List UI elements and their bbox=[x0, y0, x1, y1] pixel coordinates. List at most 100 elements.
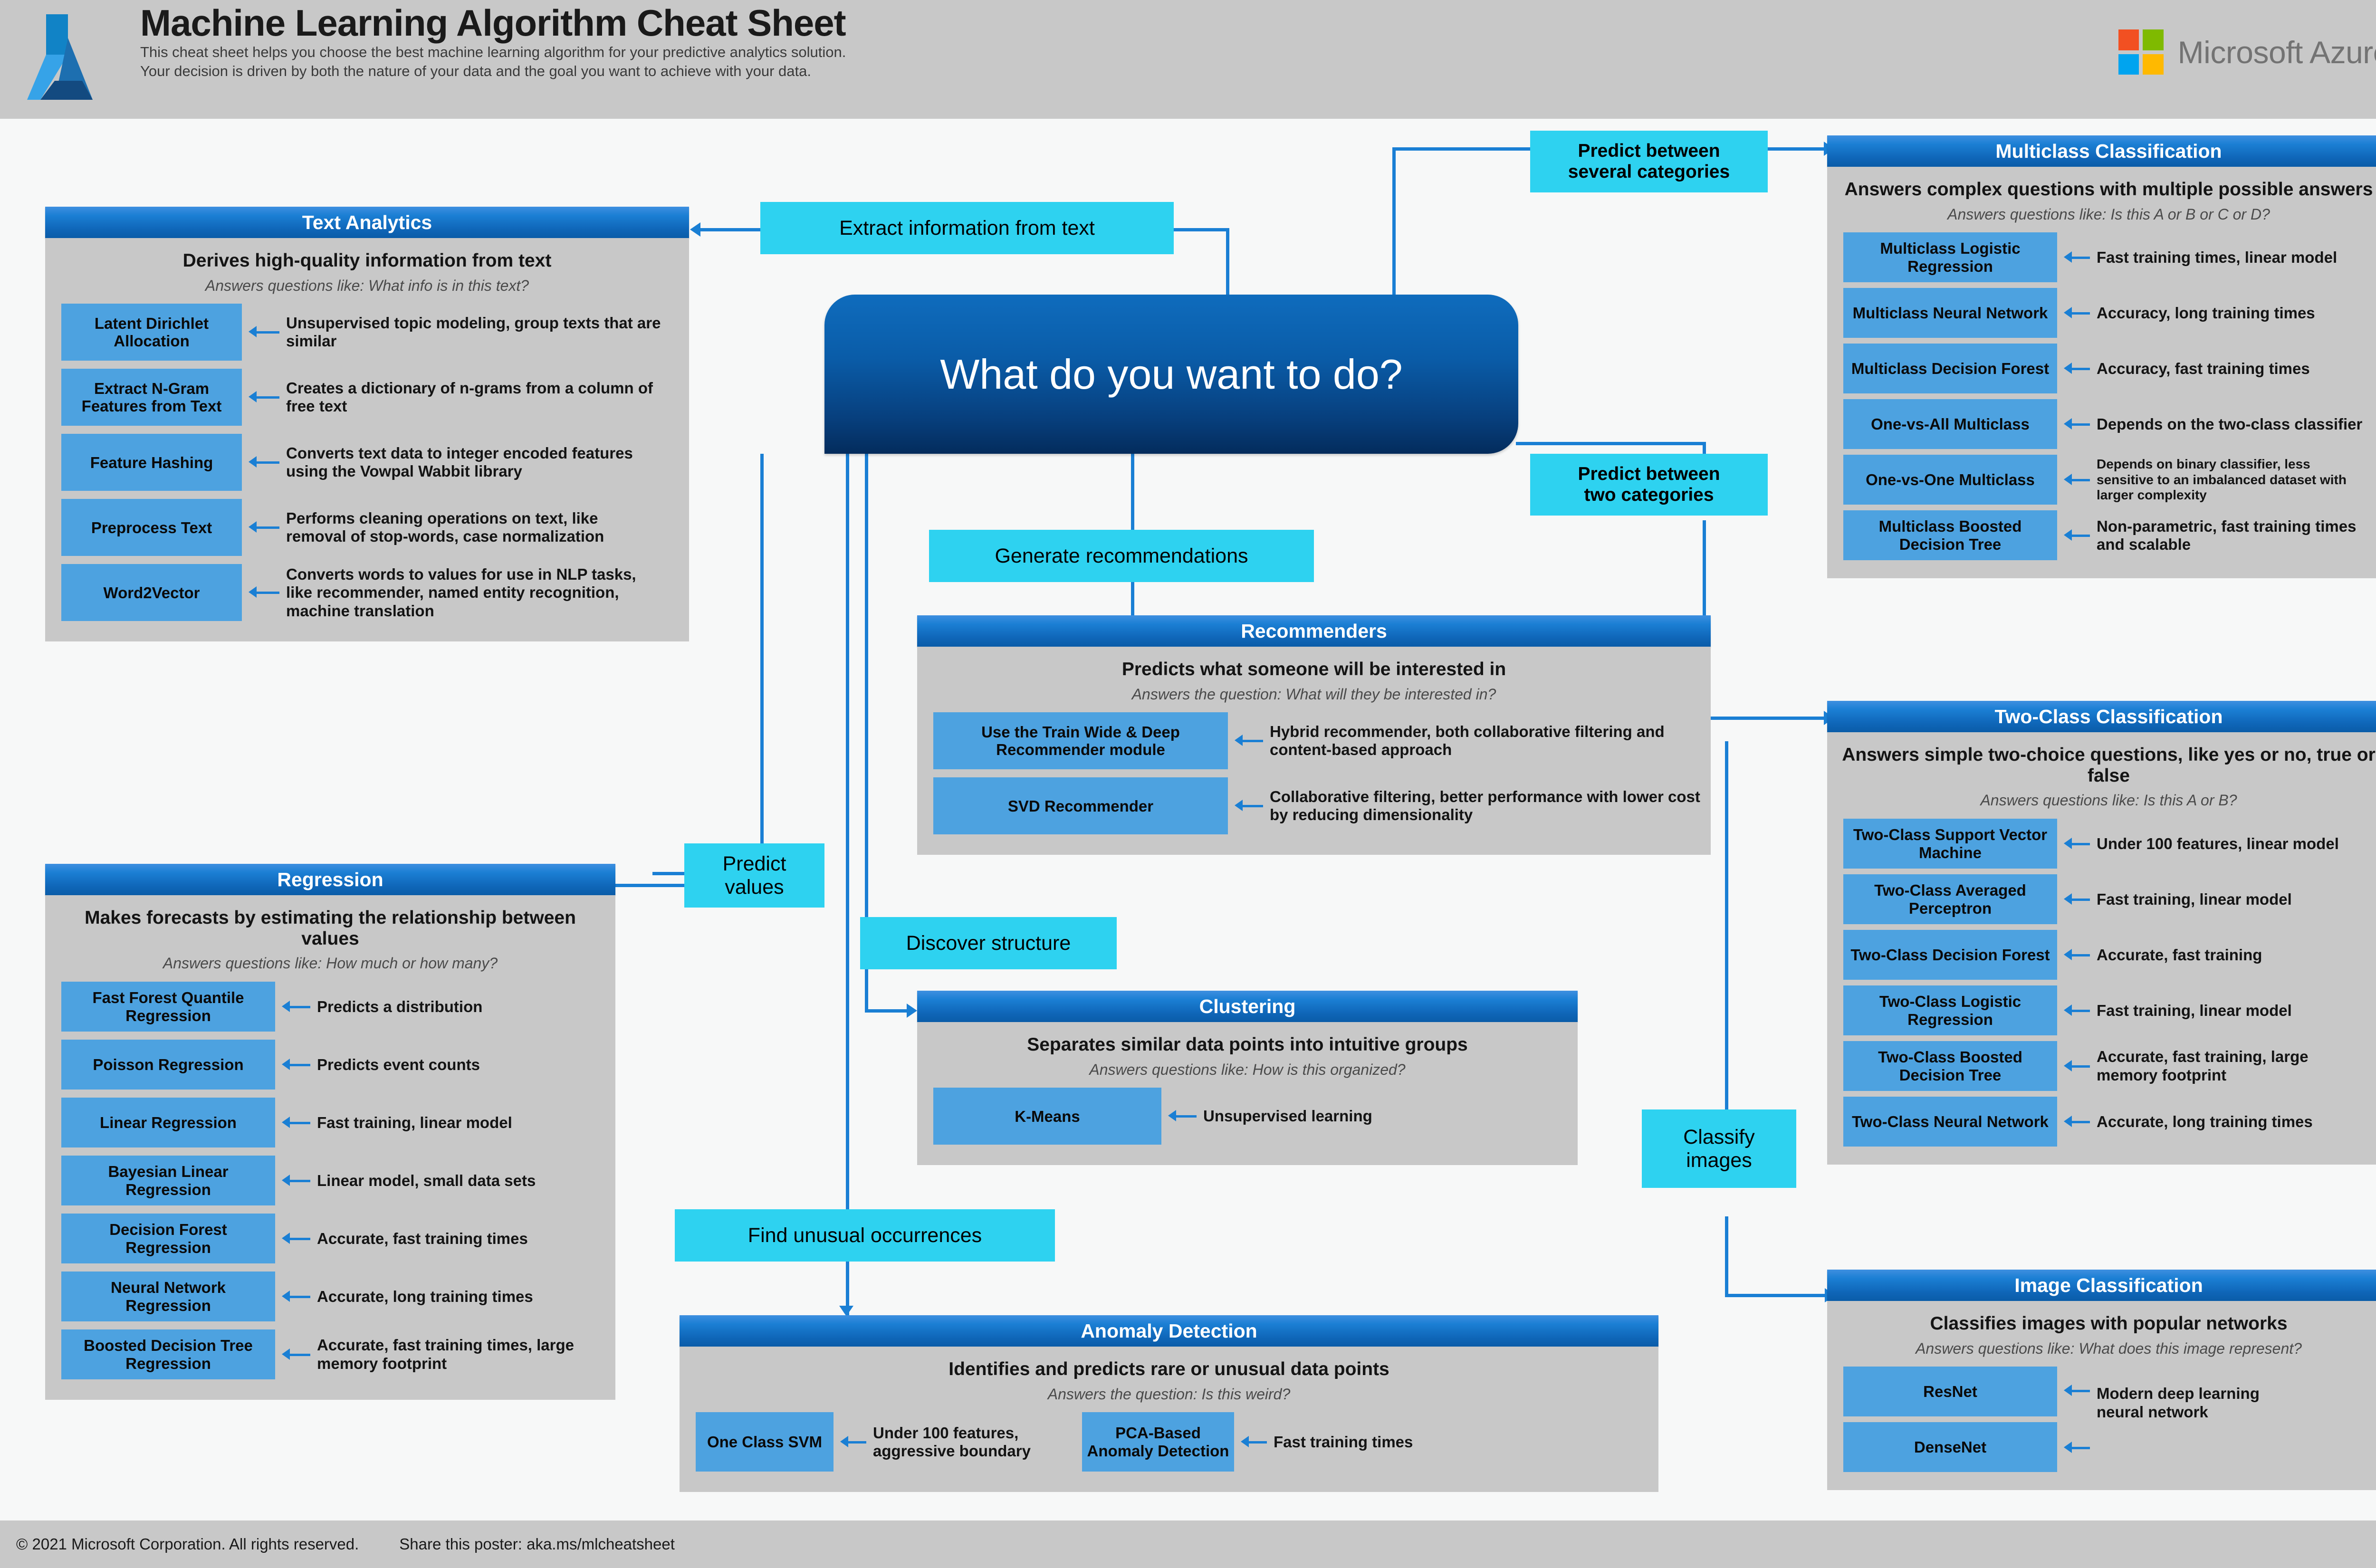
arrow-icon bbox=[2064, 362, 2090, 374]
algorithm-box[interactable]: Two-Class Logistic Regression bbox=[1843, 985, 2057, 1036]
algorithm-box[interactable]: Two-Class Averaged Perceptron bbox=[1843, 874, 2057, 925]
panel-lead: Classifies images with popular networks bbox=[1930, 1313, 2288, 1334]
algorithm-box[interactable]: Multiclass Neural Network bbox=[1843, 288, 2057, 338]
algorithm-row: Extract N-Gram Features from Text Create… bbox=[61, 369, 689, 426]
algorithm-list: ResNet DenseNet Modern deep learning neu… bbox=[1827, 1367, 2376, 1472]
algorithm-box[interactable]: PCA-Based Anomaly Detection bbox=[1082, 1412, 1234, 1472]
algorithm-box[interactable]: Preprocess Text bbox=[61, 499, 242, 556]
algorithm-description: Depends on binary classifier, less sensi… bbox=[2097, 457, 2347, 503]
algorithm-description: Unsupervised learning bbox=[1203, 1107, 1372, 1125]
algorithm-box[interactable]: ResNet bbox=[1843, 1367, 2057, 1417]
connector-line bbox=[1392, 147, 1396, 297]
algorithm-box[interactable]: Feature Hashing bbox=[61, 434, 242, 491]
chip-label: Predict values bbox=[722, 852, 786, 899]
algorithm-box[interactable]: Multiclass Logistic Regression bbox=[1843, 232, 2057, 283]
panel-title: Anomaly Detection bbox=[680, 1315, 1658, 1347]
algorithm-box[interactable]: Use the Train Wide & Deep Recommender mo… bbox=[933, 712, 1228, 770]
arrow-icon bbox=[1168, 1110, 1197, 1122]
chip-predict-between-several-categories[interactable]: Predict between several categories bbox=[1530, 131, 1768, 192]
arrow-icon bbox=[2064, 306, 2090, 318]
algorithm-row: Multiclass Decision Forest Accuracy, fas… bbox=[1843, 344, 2376, 394]
chip-label: Find unusual occurrences bbox=[747, 1224, 982, 1247]
algorithm-box[interactable]: Word2Vector bbox=[61, 564, 242, 621]
page-title: Machine Learning Algorithm Cheat Sheet bbox=[140, 2, 846, 44]
algorithm-box[interactable]: DenseNet bbox=[1843, 1422, 2057, 1472]
chip-label: Extract information from text bbox=[839, 216, 1095, 239]
chip-generate-recommendations[interactable]: Generate recommendations bbox=[929, 530, 1314, 582]
algorithm-description: Hybrid recommender, both collaborative f… bbox=[1270, 723, 1665, 759]
chip-predict-values[interactable]: Predict values bbox=[684, 843, 824, 908]
algorithm-description: Accuracy, fast training times bbox=[2097, 359, 2310, 377]
algorithm-box[interactable]: Two-Class Neural Network bbox=[1843, 1097, 2057, 1147]
algorithm-box[interactable]: Boosted Decision Tree Regression bbox=[61, 1329, 275, 1380]
chip-predict-between-two-categories[interactable]: Predict between two categories bbox=[1530, 454, 1768, 516]
chip-discover-structure[interactable]: Discover structure bbox=[860, 917, 1117, 969]
arrow-icon bbox=[249, 586, 279, 598]
algorithm-description: Accurate, fast training times, large mem… bbox=[317, 1336, 575, 1372]
panel-question: Answers questions like: What does this i… bbox=[1916, 1339, 2302, 1357]
algorithm-row: One-vs-All Multiclass Depends on the two… bbox=[1843, 399, 2376, 449]
algorithm-box[interactable]: Linear Regression bbox=[61, 1098, 275, 1148]
algorithm-box[interactable]: K-Means bbox=[933, 1088, 1161, 1145]
algorithm-description: Accurate, long training times bbox=[317, 1287, 533, 1305]
brand-label: Microsoft Azure bbox=[2177, 34, 2376, 70]
algorithm-box[interactable]: Decision Forest Regression bbox=[61, 1214, 275, 1264]
arrow-icon bbox=[282, 1290, 310, 1302]
algorithm-row: SVD Recommender Collaborative filtering,… bbox=[933, 777, 1711, 835]
arrow-icon bbox=[2064, 473, 2090, 485]
algorithm-description: Accurate, fast training times bbox=[317, 1229, 528, 1247]
panel-question: Answers questions like: How much or how … bbox=[163, 955, 498, 972]
chip-classify-images[interactable]: Classify images bbox=[1642, 1109, 1796, 1188]
panel-title: Text Analytics bbox=[45, 207, 689, 238]
arrow-icon bbox=[2064, 893, 2090, 905]
arrow-icon bbox=[282, 1348, 310, 1360]
chip-label: Predict between two categories bbox=[1578, 464, 1720, 505]
algorithm-box[interactable]: Fast Forest Quantile Regression bbox=[61, 982, 275, 1032]
algorithm-box[interactable]: Two-Class Boosted Decision Tree bbox=[1843, 1041, 2057, 1091]
algorithm-row: Two-Class Averaged Perceptron Fast train… bbox=[1843, 874, 2376, 925]
connector-arrow bbox=[839, 1306, 853, 1316]
algorithm-box[interactable]: Bayesian Linear Regression bbox=[61, 1156, 275, 1206]
algorithm-description: Fast training times bbox=[1274, 1433, 1413, 1451]
panel-title: Regression bbox=[45, 864, 615, 895]
algorithm-box[interactable]: SVD Recommender bbox=[933, 777, 1228, 835]
panel-recommenders: Recommenders Predicts what someone will … bbox=[917, 615, 1711, 855]
algorithm-list: Use the Train Wide & Deep Recommender mo… bbox=[917, 712, 1711, 835]
panel-text-analytics: Text Analytics Derives high-quality info… bbox=[45, 207, 689, 642]
arrow-icon bbox=[840, 1435, 866, 1447]
algorithm-box[interactable]: One-vs-One Multiclass bbox=[1843, 455, 2057, 505]
algorithm-description: Under 100 features, linear model bbox=[2097, 834, 2339, 852]
algorithm-box[interactable]: Two-Class Support Vector Machine bbox=[1843, 819, 2057, 869]
algorithm-box[interactable]: One Class SVM bbox=[696, 1412, 834, 1472]
algorithm-box[interactable]: Neural Network Regression bbox=[61, 1272, 275, 1322]
panel-regression: Regression Makes forecasts by estimating… bbox=[45, 864, 615, 1400]
panel-question: Answers the question: What will they be … bbox=[1131, 685, 1496, 703]
algorithm-description: Depends on the two-class classifier bbox=[2097, 415, 2363, 433]
algorithm-box[interactable]: Two-Class Decision Forest bbox=[1843, 930, 2057, 980]
algorithm-description: Accurate, fast training, large memory fo… bbox=[2097, 1048, 2309, 1084]
algorithm-box[interactable]: One-vs-All Multiclass bbox=[1843, 399, 2057, 449]
algorithm-box[interactable]: Multiclass Boosted Decision Tree bbox=[1843, 510, 2057, 561]
arrow-icon bbox=[2064, 529, 2090, 541]
page-subtitle-line-1: This cheat sheet helps you choose the be… bbox=[140, 43, 846, 60]
panel-lead: Makes forecasts by estimating the relati… bbox=[85, 908, 576, 949]
algorithm-box[interactable]: Extract N-Gram Features from Text bbox=[61, 369, 242, 426]
algorithm-description: Linear model, small data sets bbox=[317, 1171, 536, 1189]
algorithm-box[interactable]: Multiclass Decision Forest bbox=[1843, 344, 2057, 394]
azure-logo-icon bbox=[27, 14, 93, 100]
algorithm-row: Two-Class Neural Network Accurate, long … bbox=[1843, 1097, 2376, 1147]
central-question-text: What do you want to do? bbox=[940, 350, 1403, 398]
panel-title: Clustering bbox=[917, 991, 1578, 1022]
algorithm-box[interactable]: Poisson Regression bbox=[61, 1040, 275, 1090]
algorithm-row: Feature Hashing Converts text data to in… bbox=[61, 434, 689, 491]
algorithm-description: Collaborative filtering, better performa… bbox=[1270, 788, 1700, 824]
algorithm-box[interactable]: Latent Dirichlet Allocation bbox=[61, 304, 242, 361]
algorithm-row: Use the Train Wide & Deep Recommender mo… bbox=[933, 712, 1711, 770]
panel-title: Two-Class Classification bbox=[1827, 701, 2376, 732]
algorithm-row: Multiclass Logistic Regression Fast trai… bbox=[1843, 232, 2376, 283]
algorithm-description: Converts words to values for use in NLP … bbox=[286, 565, 636, 620]
chip-extract-information-from-text[interactable]: Extract information from text bbox=[760, 202, 1174, 254]
panel-lead: Answers complex questions with multiple … bbox=[1844, 179, 2373, 200]
chip-find-unusual-occurrences[interactable]: Find unusual occurrences bbox=[675, 1209, 1055, 1262]
algorithm-list: K-Means Unsupervised learning bbox=[917, 1088, 1578, 1145]
